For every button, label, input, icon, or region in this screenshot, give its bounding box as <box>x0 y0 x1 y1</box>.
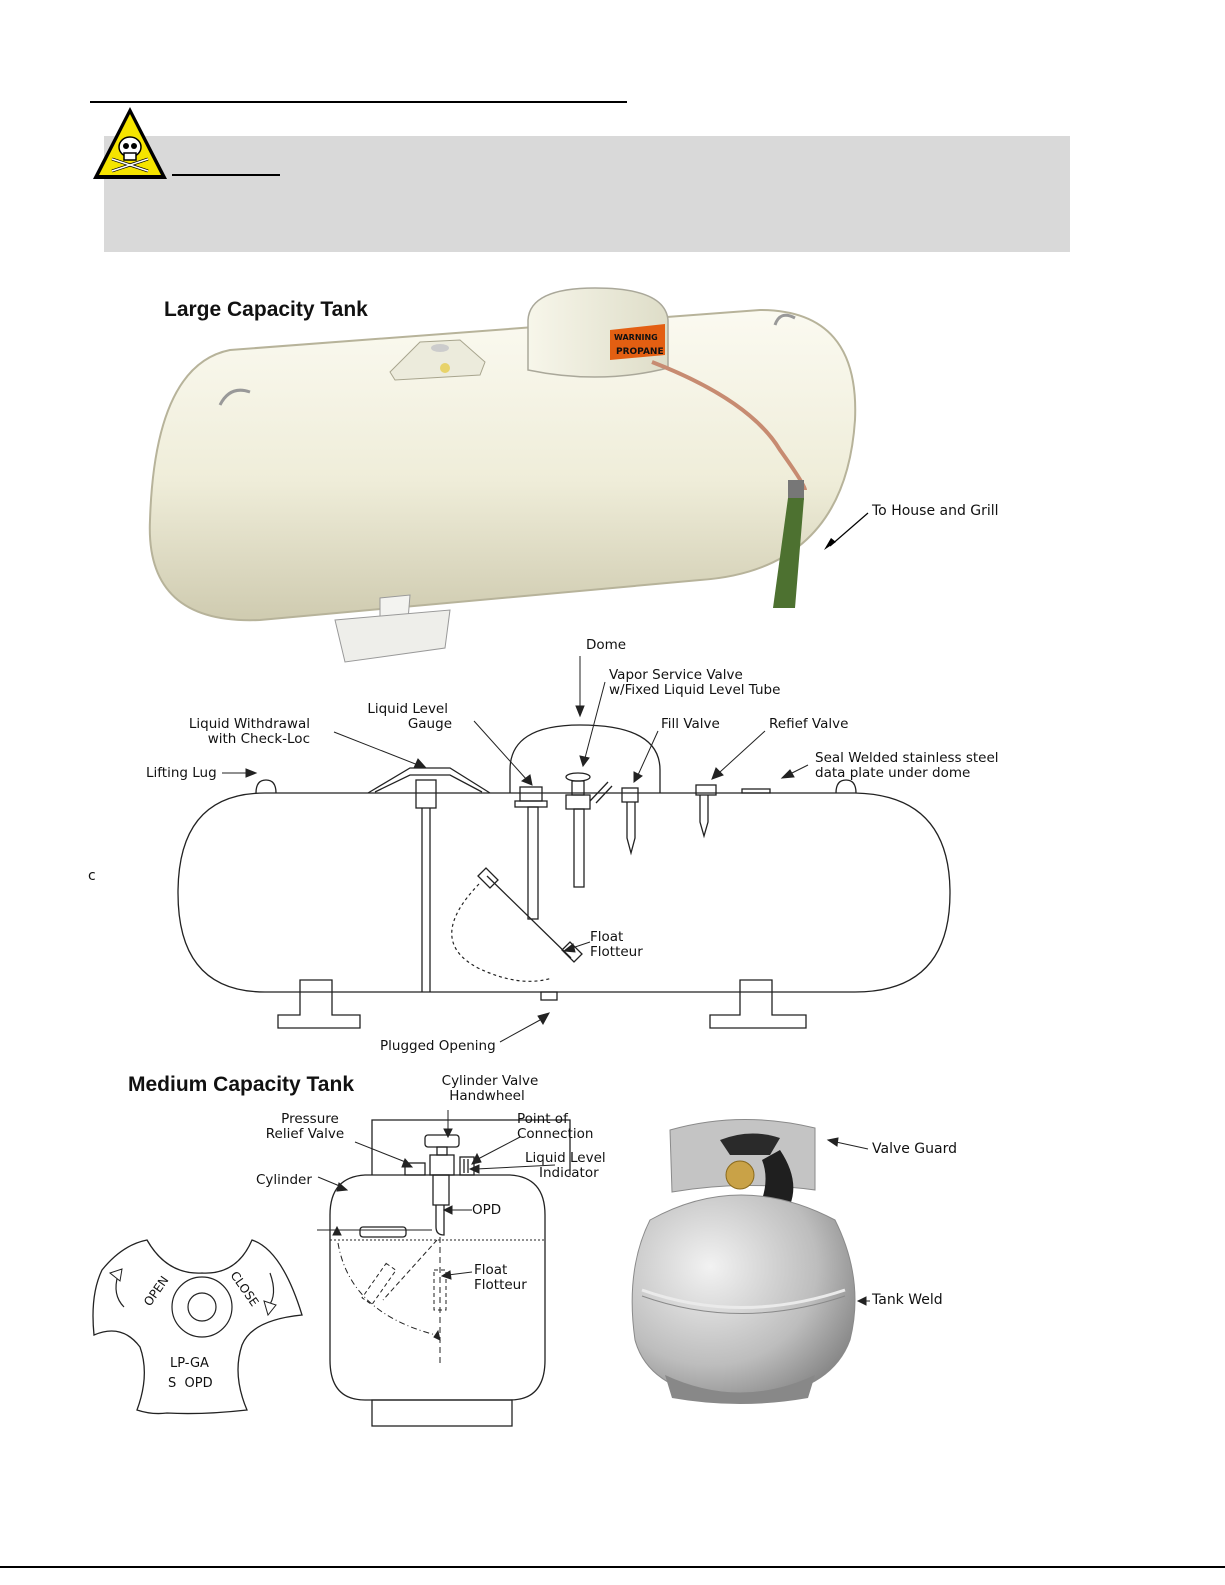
label-liquid-ind-2: Indicator <box>539 1165 599 1181</box>
callout-to-house: To House and Grill <box>872 503 999 519</box>
large-tank-illustration: WARNING PROPANE <box>148 287 857 663</box>
cylinder-diagram <box>317 1110 571 1427</box>
warning-box <box>104 136 1070 252</box>
warning-heading-underline <box>172 174 280 176</box>
label-opd: OPD <box>472 1202 502 1218</box>
label-float: Float <box>590 929 624 945</box>
label-tank-weld: Tank Weld <box>872 1292 943 1308</box>
label-relief-valve: Refief Valve <box>769 716 849 732</box>
label-data-plate-1: Seal Welded stainless steel <box>815 750 999 766</box>
large-tank-title: Large Capacity Tank <box>164 298 368 321</box>
label-withdrawal-2: with Check-Loc <box>207 731 310 747</box>
callout-arrow <box>824 512 869 550</box>
label-dome: Dome <box>586 637 627 653</box>
label-pressure-relief-1: Pressure <box>281 1111 339 1127</box>
label-medium-float: Float <box>474 1262 508 1278</box>
label-withdrawal-1: Liquid Withdrawal <box>188 716 310 732</box>
label-vapor-valve-2: w/Fixed Liquid Level Tube <box>609 682 781 698</box>
label-vapor-valve-1: Vapor Service Valve <box>609 667 743 683</box>
label-point-conn-1: Point of <box>517 1111 568 1127</box>
handwheel-lp-text-1: LP-GA <box>170 1356 209 1371</box>
label-data-plate-2: data plate under dome <box>815 765 971 781</box>
label-point-conn-2: Connection <box>517 1126 594 1142</box>
dome-propane-text: PROPANE <box>616 347 664 357</box>
label-liquid-ind-1: Liquid Level <box>525 1150 606 1166</box>
label-cylinder: Cylinder <box>256 1172 312 1188</box>
tank-cutaway-diagram <box>177 656 951 1043</box>
header-rule <box>90 101 627 103</box>
label-medium-flotteur: Flotteur <box>474 1277 527 1293</box>
handwheel-diagram: OPEN CLOSE LP-GA S OPD <box>92 1239 303 1415</box>
medium-tank-title: Medium Capacity Tank <box>128 1073 354 1096</box>
label-flotteur: Flotteur <box>590 944 643 960</box>
label-liquid-level-2: Gauge <box>407 716 452 732</box>
label-cyl-valve-2: Handwheel <box>449 1088 525 1104</box>
skull-hazard-icon <box>93 107 167 179</box>
photo-callout-arrows <box>826 1137 870 1306</box>
stray-character: c <box>88 868 96 884</box>
dome-warning-text: WARNING <box>614 333 658 342</box>
handwheel-lp-text-2: S OPD <box>168 1376 213 1391</box>
cylinder-photo <box>631 1118 856 1404</box>
label-cyl-valve-1: Cylinder Valve <box>441 1073 539 1089</box>
label-lifting-lug: Lifting Lug <box>146 765 217 781</box>
footer-rule <box>0 1566 1225 1568</box>
label-plugged-opening: Plugged Opening <box>380 1038 496 1054</box>
label-liquid-level-1: Liquid Level <box>367 701 448 717</box>
label-valve-guard: Valve Guard <box>872 1141 958 1157</box>
label-fill-valve: Fill Valve <box>661 716 720 732</box>
label-pressure-relief-2: Relief Valve <box>265 1126 345 1142</box>
